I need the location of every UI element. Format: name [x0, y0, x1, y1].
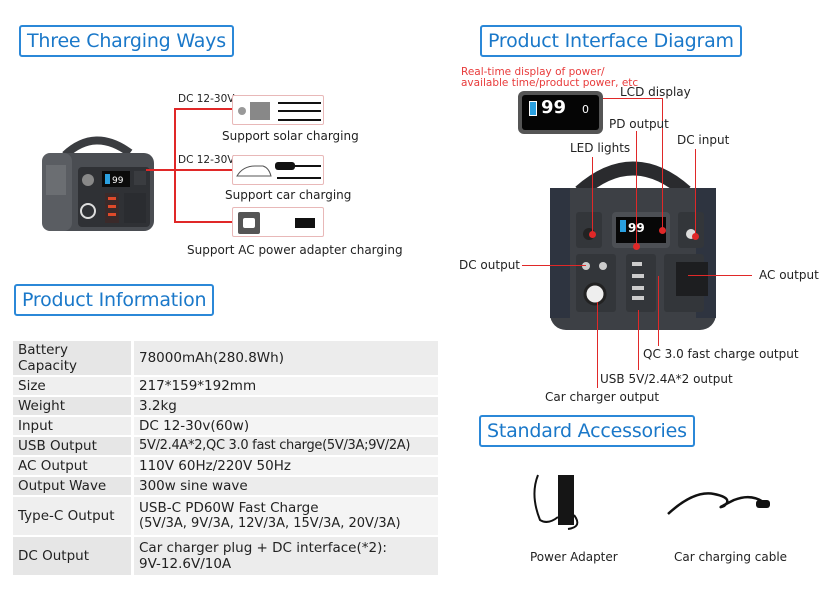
spec-value: DC 12-30v(60w)	[134, 417, 438, 435]
callout-dot	[589, 231, 596, 238]
spec-value: 217*159*192mm	[134, 377, 438, 395]
spec-key: Battery Capacity	[13, 341, 134, 375]
car-voltage: DC 12-30V	[178, 154, 235, 166]
car-cable-image	[664, 480, 774, 520]
spec-value: 5V/2.4A*2,QC 3.0 fast charge(5V/3A;9V/2A…	[134, 437, 438, 455]
callout-line	[638, 310, 639, 370]
spec-value: USB-C PD60W Fast Charge(5V/3A, 9V/3A, 12…	[134, 497, 438, 535]
callout-line	[597, 302, 598, 388]
device-front-image: 99	[548, 150, 718, 340]
car-image	[232, 155, 324, 185]
callout-dot	[692, 233, 699, 240]
callout-line	[662, 98, 663, 228]
spec-value: Car charger plug + DC interface(*2):9V-1…	[134, 537, 438, 575]
spec-value: 300w sine wave	[134, 477, 438, 495]
callout-line	[688, 275, 752, 276]
callout-line	[592, 157, 593, 232]
callout-line	[603, 98, 663, 99]
solar-voltage: DC 12-30V	[178, 93, 235, 105]
callout-line	[522, 265, 586, 266]
lcd-note: Real-time display of power/ available ti…	[461, 67, 638, 89]
spec-key: Type-C Output	[13, 497, 134, 535]
spec-key: Size	[13, 377, 134, 395]
spec-key: Input	[13, 417, 134, 435]
connector-line	[146, 169, 232, 171]
spec-value: 110V 60Hz/220V 50Hz	[134, 457, 438, 475]
spec-value-line2: 9V-12.6V/10A	[139, 556, 232, 572]
spec-key: Output Wave	[13, 477, 134, 495]
ac-label: Support AC power adapter charging	[187, 243, 403, 257]
callout-line	[695, 149, 696, 234]
spec-key: USB Output	[13, 437, 134, 455]
connector-line	[174, 108, 232, 110]
section-title-interface: Product Interface Diagram	[480, 25, 742, 57]
callout-dot	[659, 227, 666, 234]
lcd-value: 99	[541, 97, 567, 118]
label-car: Car charger output	[545, 390, 660, 404]
spec-value-line1: Car charger plug + DC interface(*2):	[139, 540, 387, 556]
accessory-label: Car charging cable	[674, 550, 788, 564]
callout-line	[636, 131, 637, 244]
label-qc: QC 3.0 fast charge output	[643, 347, 799, 361]
solar-label: Support solar charging	[222, 129, 359, 143]
lcd-note-line1: Real-time display of power/	[461, 66, 605, 78]
ac-adapter-image	[232, 207, 324, 237]
label-dc-output: DC output	[459, 258, 521, 272]
lcd-closeup: 99 0	[518, 91, 603, 134]
section-title-info: Product Information	[14, 284, 215, 316]
spec-value: 78000mAh(280.8Wh)	[134, 341, 438, 375]
lcd-small-value: 0	[582, 103, 589, 116]
spec-key: DC Output	[13, 537, 134, 575]
callout-line	[658, 276, 659, 346]
battery-icon	[529, 101, 537, 116]
connector-line	[174, 108, 176, 222]
spec-value: 3.2kg	[134, 397, 438, 415]
label-usb: USB 5V/2.4A*2 output	[600, 372, 733, 386]
spec-value-line1: USB-C PD60W Fast Charge	[139, 500, 319, 516]
car-label: Support car charging	[225, 188, 352, 202]
power-adapter-image	[528, 465, 588, 535]
spec-value-line2: (5V/3A, 9V/3A, 12V/3A, 15V/3A, 20V/3A)	[139, 516, 401, 531]
label-led: LED lights	[570, 141, 631, 155]
section-title-accessories: Standard Accessories	[479, 415, 695, 447]
svg-text:99: 99	[112, 176, 124, 186]
solar-image	[232, 95, 324, 125]
label-pd: PD output	[609, 117, 669, 131]
accessory-label: Power Adapter	[530, 550, 618, 564]
callout-dot	[633, 243, 640, 250]
power-station-image: 99	[40, 125, 160, 235]
connector-line	[174, 221, 232, 223]
section-title-charging: Three Charging Ways	[19, 25, 234, 57]
lcd-note-line2: available time/product power, etc	[461, 77, 639, 89]
label-dc-input: DC input	[677, 133, 730, 147]
spec-key: AC Output	[13, 457, 134, 475]
spec-key: Weight	[13, 397, 134, 415]
label-lcd: LCD display	[620, 85, 691, 99]
label-ac-output: AC output	[759, 268, 819, 282]
